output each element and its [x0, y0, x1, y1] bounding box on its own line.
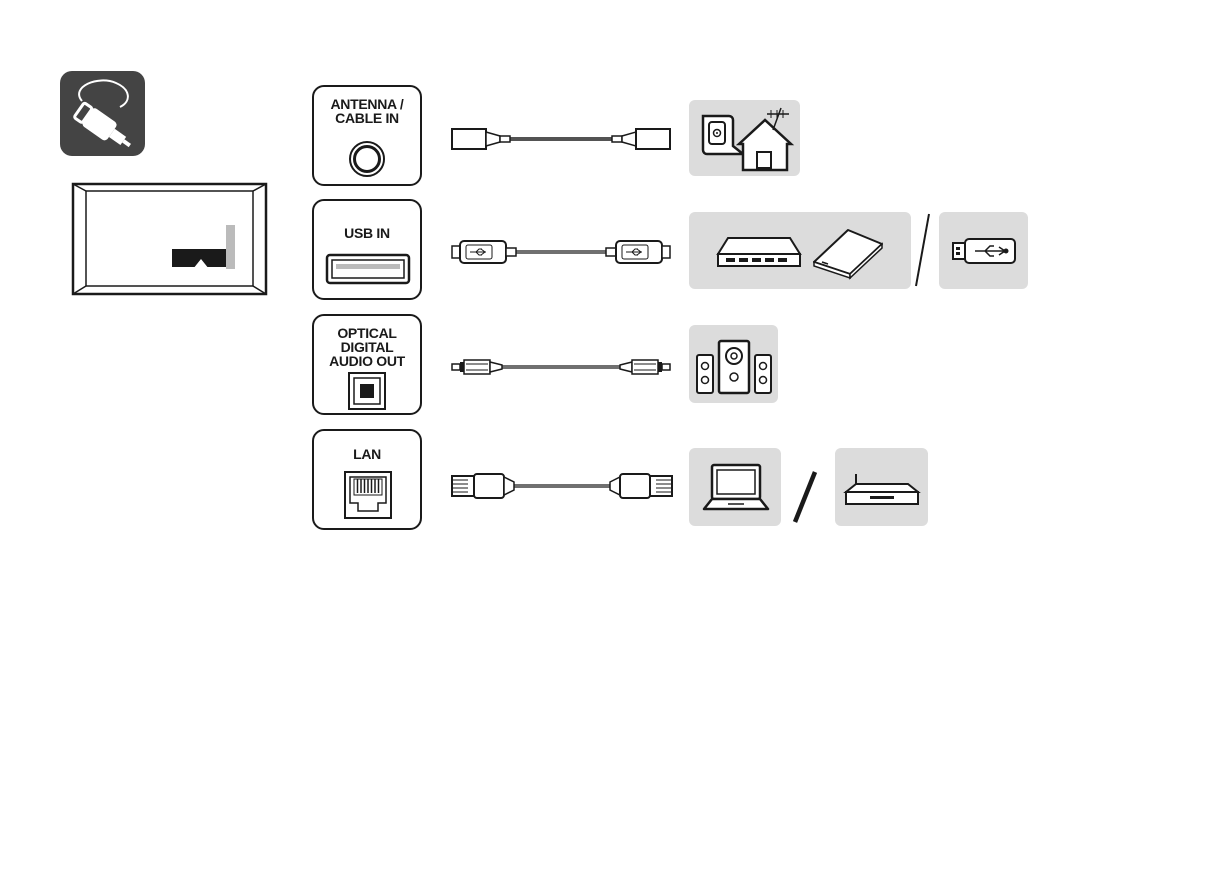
coaxial-cable-icon: [450, 126, 672, 157]
tv-rear-panel-icon: [72, 183, 268, 295]
usb-port-icon: [326, 254, 410, 289]
laptop-icon: [702, 463, 770, 518]
router-icon: [842, 472, 922, 511]
device-box-usb-storage: [689, 212, 911, 289]
optical-port-icon: [348, 372, 386, 415]
port-usb: USB IN: [312, 199, 422, 300]
speaker-system-icon: [695, 339, 773, 400]
separator-slash: [789, 470, 821, 529]
device-box-usb-flash: [939, 212, 1028, 289]
cable-connector-icon: [60, 71, 145, 156]
device-box-router: [835, 448, 928, 526]
usb-cable-icon: [450, 237, 672, 272]
port-label: USB IN: [314, 226, 420, 240]
external-hdd-icon: [810, 226, 886, 283]
usb-hub-icon: [716, 234, 802, 273]
rj45-port-icon: [344, 471, 392, 524]
usb-flash-drive-icon: [951, 237, 1017, 270]
port-label: LAN: [314, 447, 420, 461]
port-antenna: ANTENNA / CABLE IN: [312, 85, 422, 186]
antenna-house-icon: [697, 106, 793, 177]
separator-slash: [911, 212, 935, 293]
port-lan: LAN: [312, 429, 422, 530]
device-box-audio: [689, 325, 778, 403]
optical-cable-icon: [450, 354, 672, 385]
device-box-laptop: [689, 448, 781, 526]
port-label: ANTENNA / CABLE IN: [314, 97, 420, 125]
ethernet-cable-icon: [450, 471, 674, 506]
port-label: OPTICAL DIGITAL AUDIO OUT: [314, 326, 420, 368]
device-box-antenna: [689, 100, 800, 176]
port-optical: OPTICAL DIGITAL AUDIO OUT: [312, 314, 422, 415]
coaxial-jack-icon: [347, 139, 387, 184]
